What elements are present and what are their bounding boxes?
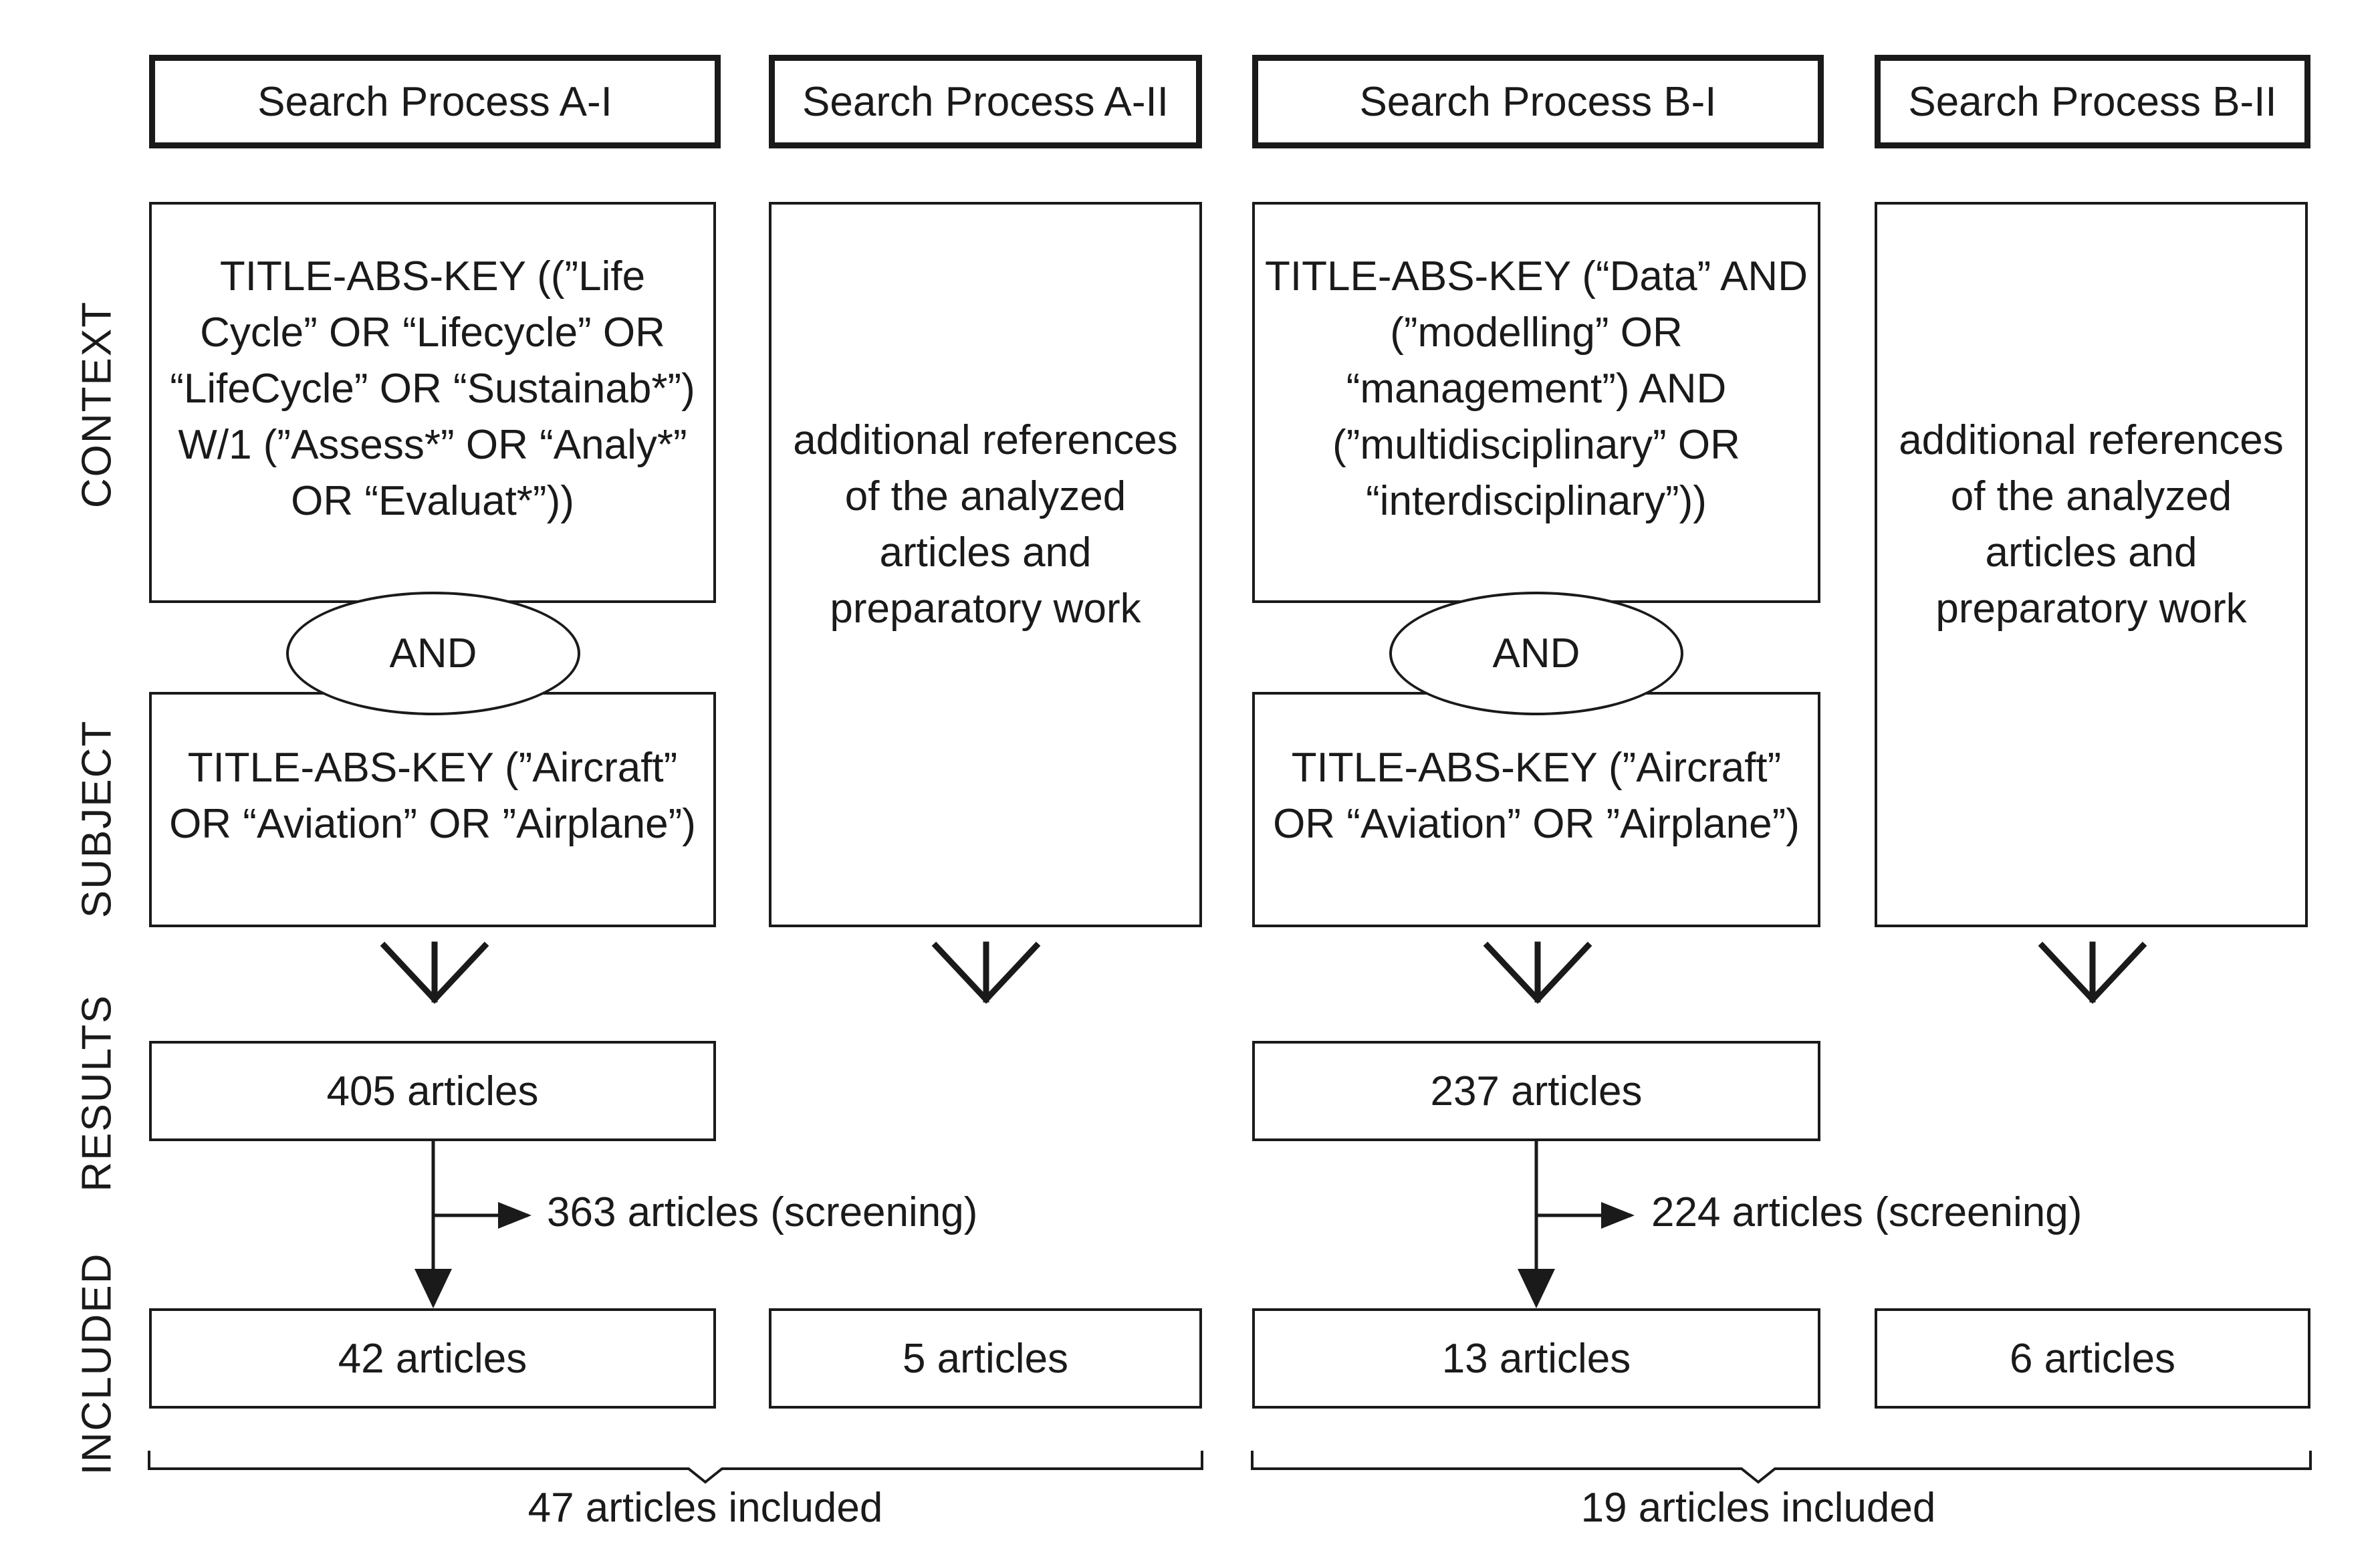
subject-query-a1: TITLE-ABS-KEY (”Aircraft” OR “Aviation” …	[149, 692, 716, 927]
included-a2: 5 articles	[769, 1308, 1202, 1409]
header-a2: Search Process A-II	[769, 55, 1202, 148]
brace-a	[148, 1451, 1203, 1484]
included-b1: 13 articles	[1252, 1308, 1820, 1409]
total-a: 47 articles included	[527, 1485, 883, 1531]
context-query-a1: TITLE-ABS-KEY ((”Life Cycle” OR “Lifecyc…	[149, 202, 716, 603]
included-b2: 6 articles	[1875, 1308, 2310, 1409]
header-a1: Search Process A-I	[149, 55, 721, 148]
header-b1: Search Process B-I	[1252, 55, 1824, 148]
references-b2: additional references of the analyzed ar…	[1875, 202, 2308, 927]
references-a2: additional references of the analyzed ar…	[769, 202, 1202, 927]
flow-arrowhead-b1	[1518, 1269, 1555, 1308]
and-operator-b1: AND	[1389, 592, 1683, 715]
total-b: 19 articles included	[1580, 1485, 1936, 1531]
brace-b	[1251, 1451, 2312, 1484]
results-b1: 237 articles	[1252, 1041, 1820, 1141]
header-b2: Search Process B-II	[1875, 55, 2310, 148]
screening-note-a1: 363 articles (screening)	[547, 1189, 978, 1235]
results-a1: 405 articles	[149, 1041, 716, 1141]
subject-query-b1: TITLE-ABS-KEY (”Aircraft” OR “Aviation” …	[1252, 692, 1820, 927]
included-a1: 42 articles	[149, 1308, 716, 1409]
screening-note-b1: 224 articles (screening)	[1651, 1189, 2082, 1235]
flow-arrowhead-a1	[414, 1269, 452, 1308]
and-operator-a1: AND	[286, 592, 580, 715]
context-query-b1: TITLE-ABS-KEY (“Data” AND (”modelling” O…	[1252, 202, 1820, 603]
